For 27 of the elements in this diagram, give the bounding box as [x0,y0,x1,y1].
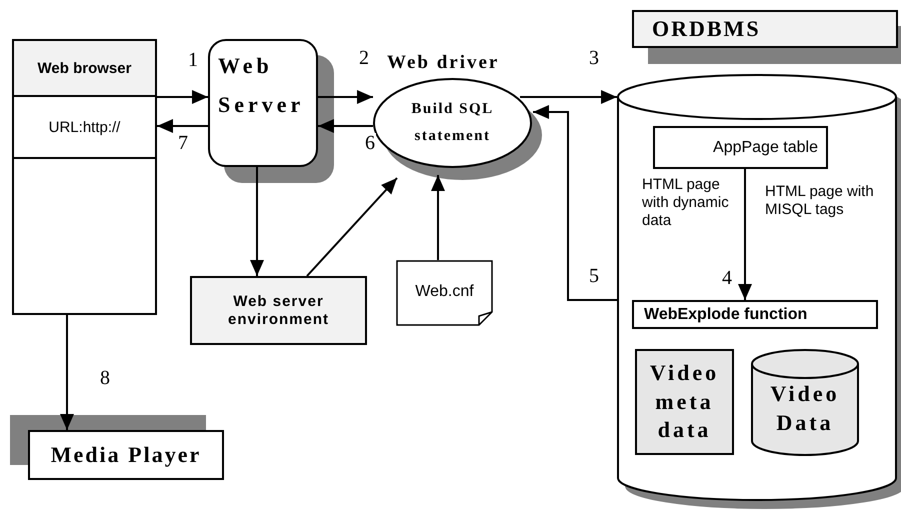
arrow [250,167,264,276]
node-heading: Web driver [387,52,500,75]
flow-note: HTML page with dynamic data [642,176,730,230]
arrow [157,90,208,104]
url-text: URL:http:// [48,118,120,136]
table-box: AppPage table [653,126,828,169]
node-label: Web Server [218,52,306,118]
arrow [738,169,752,300]
window-title: Web browser [14,41,155,97]
arrow [431,175,445,260]
browser-window [12,39,157,315]
function-box: WebExplode function [632,300,878,329]
metadata-box: Video meta data [635,349,734,455]
arrow [157,119,208,133]
player-box: Media Player [28,430,224,480]
arrow [533,105,617,301]
node-label: Web.cnf [415,282,474,302]
arrow [60,315,74,430]
arrow [318,90,373,104]
arrow [520,90,617,104]
node-label: Video Data [769,380,841,437]
arrow [306,177,398,277]
title-box: ORDBMS [632,10,898,48]
flow-note: HTML page with MISQL tags [765,183,875,219]
environment-box: Web server environment [190,276,367,345]
arrow [318,119,373,133]
node-label: Build SQL statement [410,100,495,146]
